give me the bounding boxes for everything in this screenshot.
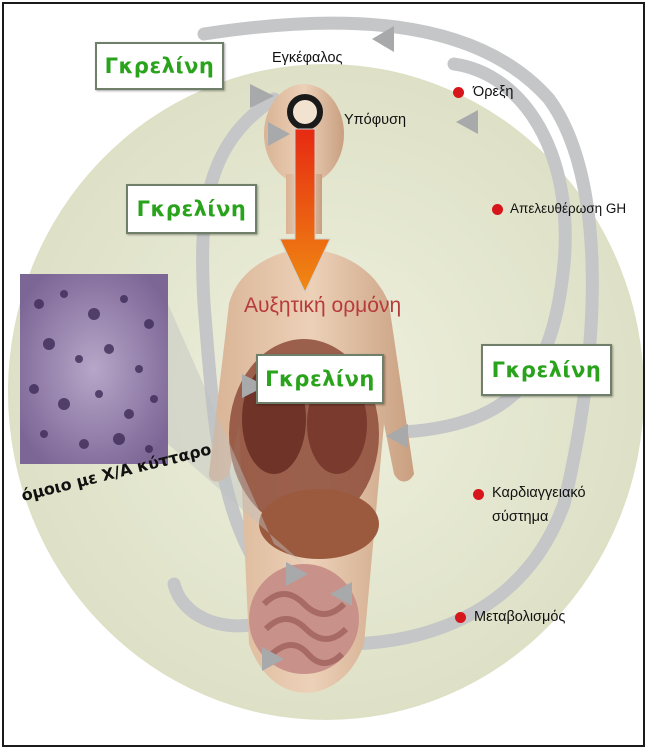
effect-gh-release: Απελευθέρωση GH xyxy=(510,197,642,221)
pituitary-label: Υπόφυση xyxy=(344,112,406,128)
brain-label: Εγκέφαλος xyxy=(272,50,343,66)
effect-cardiovascular: Καρδιαγγειακό σύστημα xyxy=(492,481,610,529)
effect-bullet xyxy=(453,87,464,98)
ghrelin-box-left: Γκρελίνη xyxy=(126,184,257,234)
effect-appetite: Όρεξη xyxy=(473,80,514,104)
ghrelin-box-right: Γκρελίνη xyxy=(481,344,612,396)
pituitary-marker xyxy=(290,97,320,127)
effect-bullet xyxy=(473,489,484,500)
effect-bullet xyxy=(455,612,466,623)
growth-hormone-label: Αυξητική ορμόνη xyxy=(244,294,401,318)
ghrelin-box-center: Γκρελίνη xyxy=(256,354,384,404)
effect-bullet xyxy=(492,204,503,215)
effect-metabolism: Μεταβολισμός xyxy=(474,605,565,629)
ghrelin-box-top-left: Γκρελίνη xyxy=(95,42,224,90)
